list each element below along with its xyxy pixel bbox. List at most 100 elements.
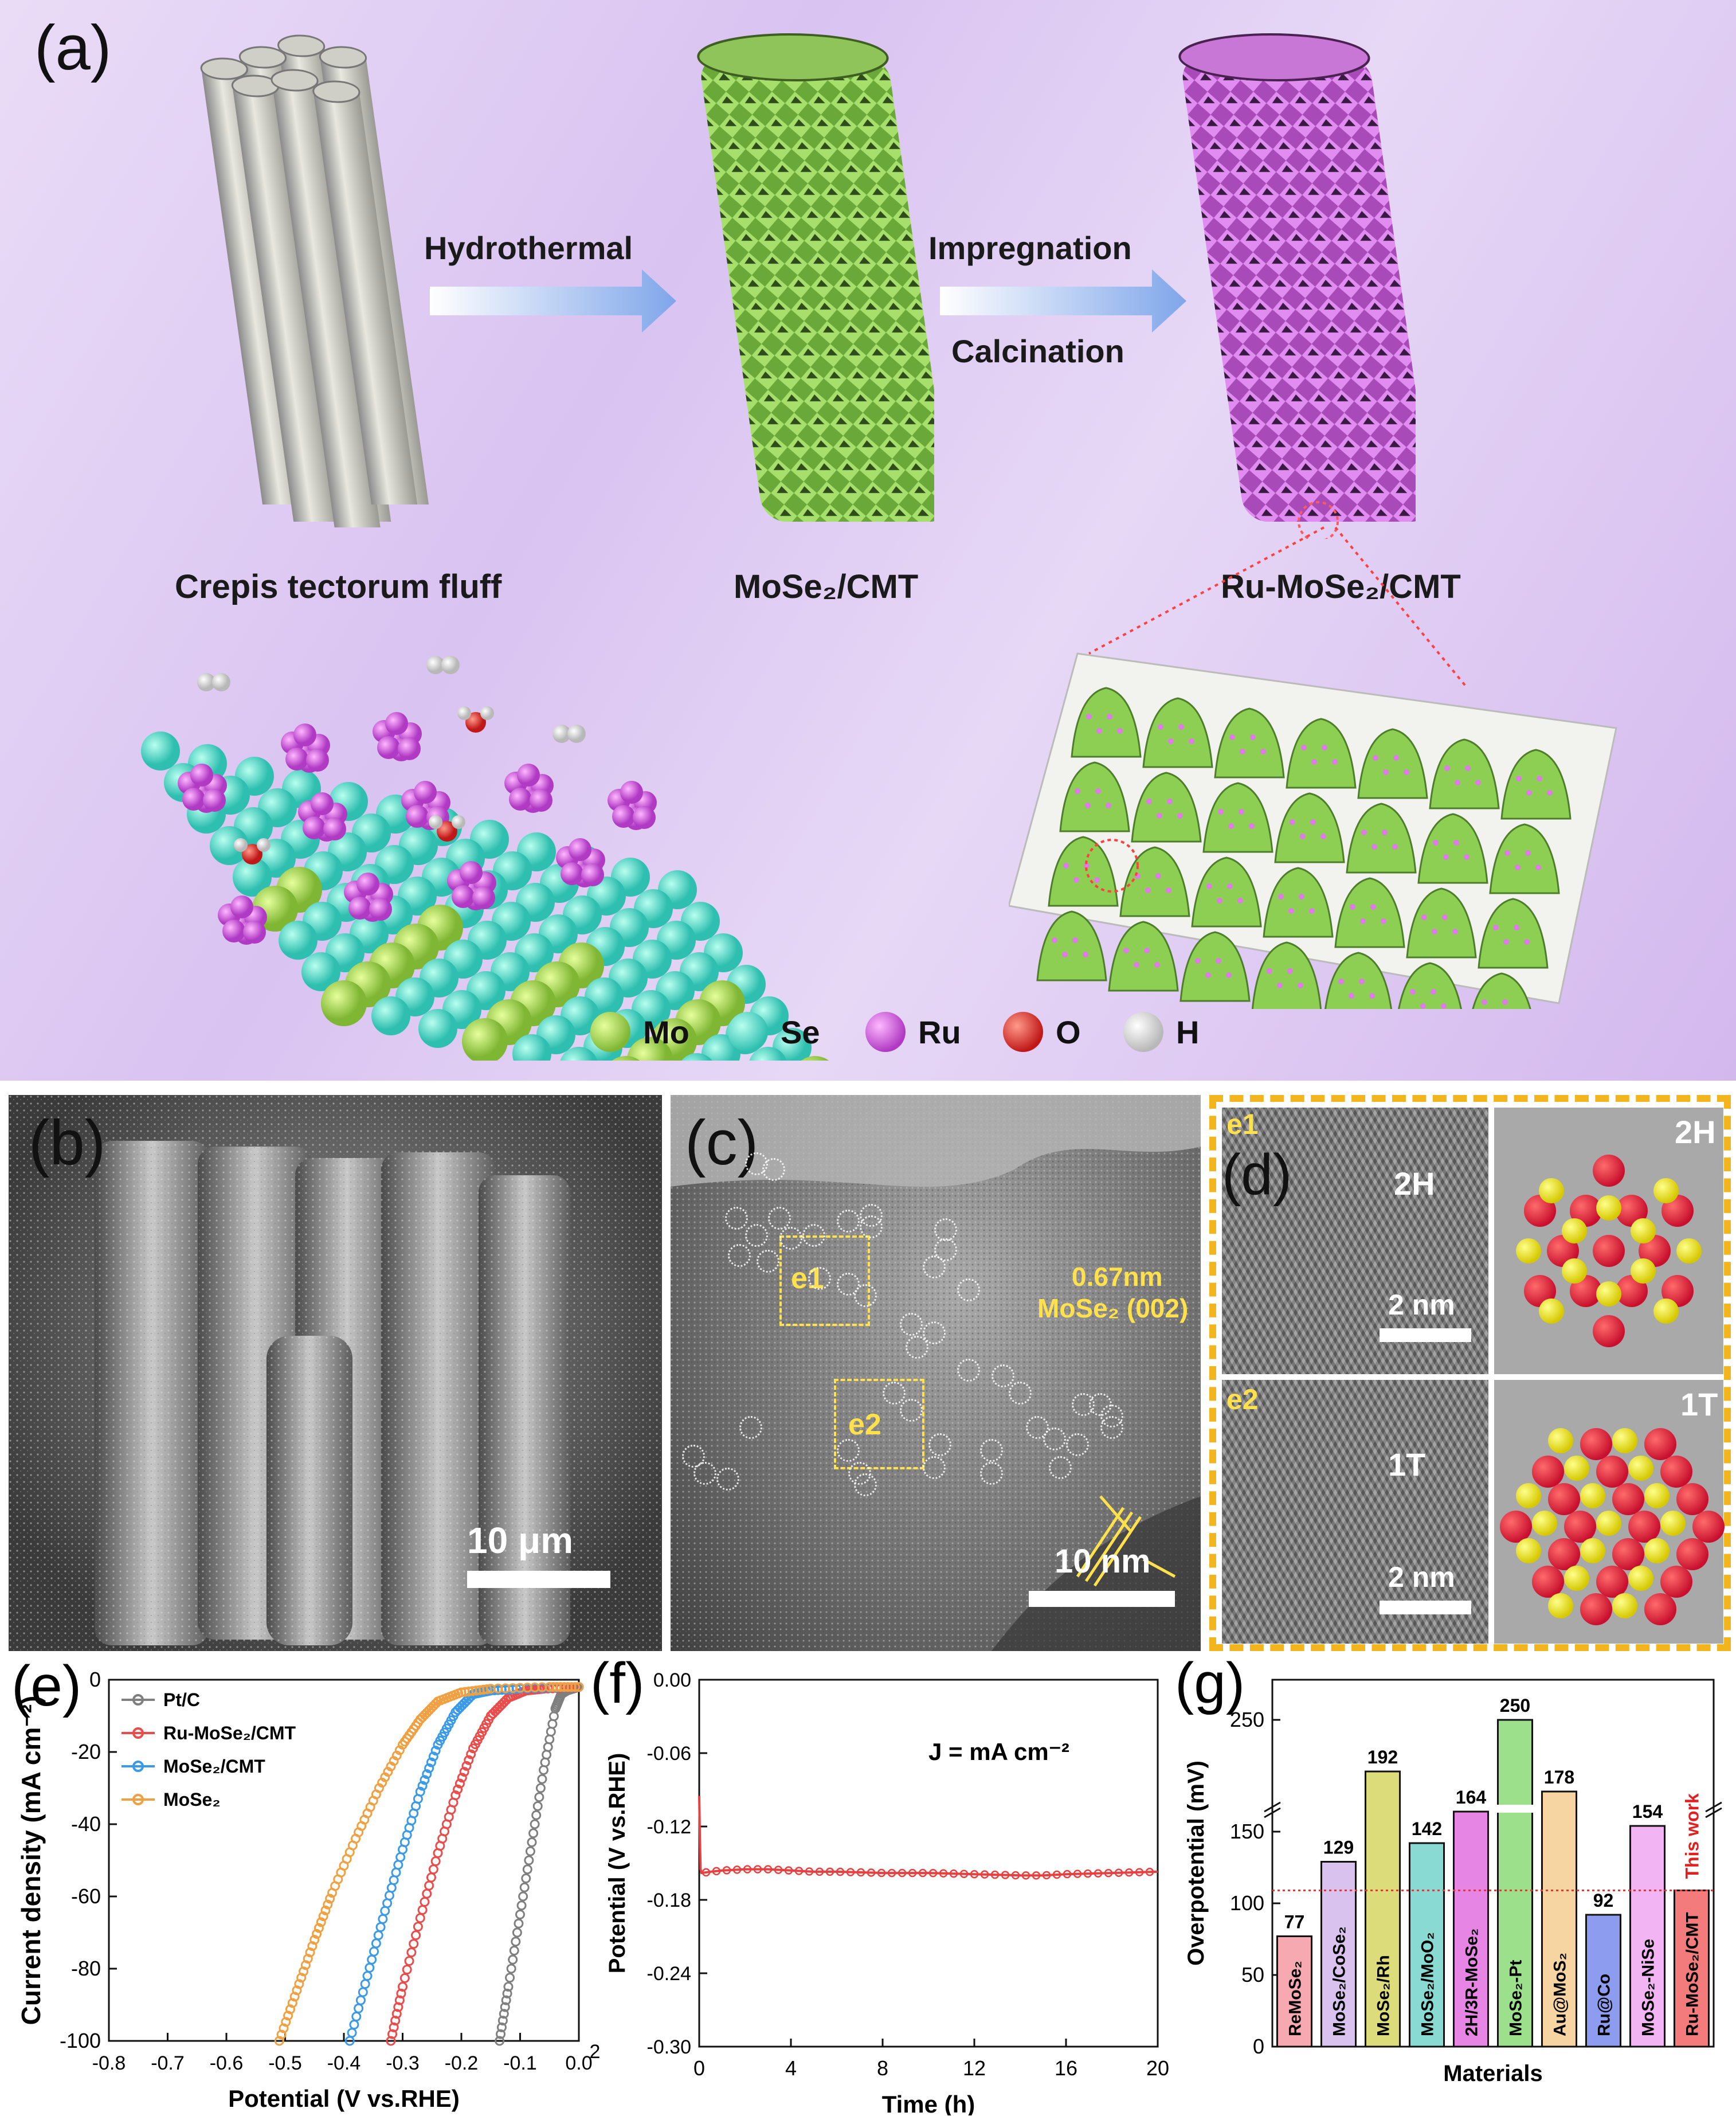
data-point (393, 2002, 403, 2012)
ru-atom (385, 712, 408, 735)
single-atom-marker (725, 1207, 748, 1230)
data-point (415, 1913, 425, 1923)
ru-atom (369, 898, 392, 921)
se-atom (371, 996, 410, 1035)
nanosheet (1048, 836, 1119, 907)
ru-dot (1287, 968, 1293, 974)
bar (1673, 1890, 1710, 2048)
nanosheet (1251, 941, 1322, 1009)
ru-dot (1349, 993, 1354, 999)
se-atom (1539, 1298, 1564, 1324)
x-tick-label: 8 (877, 2056, 888, 2080)
se-atom (1644, 1538, 1670, 1563)
data-point (524, 1855, 534, 1865)
y-axis-label: Overpotential (mV) (1184, 1761, 1209, 1966)
mo-atom (321, 980, 367, 1026)
ru-atom (460, 861, 483, 884)
ru-atom (620, 781, 643, 804)
category-label: MoSe₂/Rh (1374, 1955, 1393, 2036)
data-point (539, 1765, 548, 1775)
data-point (535, 1783, 546, 1793)
data-point (753, 1865, 762, 1873)
x-tick-label: -0.8 (92, 2052, 126, 2074)
data-point (430, 1856, 441, 1867)
bar-value-label: 129 (1323, 1837, 1354, 1858)
ru-dot (1301, 745, 1307, 750)
model-1t-label: 1T (1680, 1386, 1718, 1422)
single-atom-marker (728, 1244, 751, 1267)
ru-dot (1154, 962, 1160, 968)
e2-scale-label: 2 nm (1388, 1561, 1455, 1593)
data-point (309, 1935, 320, 1945)
ru-atom (530, 789, 552, 812)
single-atom-marker (808, 1267, 831, 1290)
single-atom-marker (1043, 1427, 1066, 1450)
data-point (518, 1891, 528, 1902)
h2-atom (441, 656, 460, 674)
data-point (453, 1784, 463, 1794)
single-atom-marker (837, 1273, 860, 1296)
data-point (395, 1852, 406, 1862)
ru-dot (1381, 918, 1386, 924)
data-point (1114, 1868, 1123, 1877)
data-point (1021, 1871, 1030, 1880)
data-point (457, 1773, 467, 1783)
legend-label: Pt/C (163, 1689, 200, 1710)
h-atom (234, 838, 248, 852)
nanosheet (1059, 761, 1130, 832)
data-point (519, 1882, 530, 1892)
data-point (1073, 1869, 1082, 1878)
mo-atom (612, 1056, 640, 1061)
single-atom-marker (980, 1439, 1003, 1462)
bar-value-label: 154 (1632, 1801, 1663, 1822)
data-point (386, 2036, 396, 2046)
y-tick-label: 0.00 (653, 1669, 691, 1691)
nanosheet (1071, 687, 1142, 758)
data-point (496, 2022, 507, 2032)
data-point (528, 1828, 539, 1839)
single-atom-marker (762, 1158, 785, 1181)
data-point (420, 1896, 430, 1907)
h-atom (429, 815, 442, 829)
ru-dot (1524, 939, 1530, 945)
data-point (499, 2009, 509, 2019)
single-atom-marker (900, 1313, 923, 1336)
single-atom-marker (957, 1278, 980, 1301)
se-atom (1631, 1218, 1656, 1243)
crepis-fluff-illustration (200, 34, 429, 527)
h-atom (457, 706, 471, 720)
data-point (505, 1973, 515, 1983)
se-atom (1548, 1428, 1573, 1453)
bar (1585, 1914, 1622, 2048)
bar-value-label: 92 (1593, 1890, 1614, 1911)
1t-atom-model (1494, 1380, 1725, 1644)
bar (1276, 1935, 1313, 2048)
se-atom (1564, 1566, 1589, 1591)
data-point (369, 1946, 379, 1957)
se-atom (1596, 1511, 1621, 1536)
data-point (1135, 1868, 1144, 1877)
ru-dot (1432, 929, 1437, 934)
data-point (495, 2036, 505, 2046)
mo-atom (627, 1037, 673, 1061)
se-atom-icon (728, 1012, 768, 1052)
tem-texture (671, 1095, 1201, 1651)
single-atom-marker (682, 1445, 705, 1468)
ru-dot (1084, 863, 1090, 869)
axis-break-left (1264, 1807, 1281, 1818)
mo-atom (1500, 1511, 1532, 1543)
data-point (542, 1750, 552, 1760)
x-axis-label: Time (h) (882, 2091, 975, 2115)
ru-dot (1452, 929, 1458, 934)
y-tick-label: -40 (71, 1812, 101, 1836)
data-point (371, 1938, 381, 1949)
ru-dot (1382, 830, 1388, 835)
plot-frame (1271, 1679, 1715, 2048)
se-atom (1596, 1195, 1621, 1221)
se-atom (1548, 1593, 1573, 1618)
data-point (398, 1982, 407, 1992)
bar (1452, 1810, 1490, 2048)
ru-dot (1421, 914, 1427, 920)
panel-d-hrtem: e1 (d) 2H 2H 2 nm e2 1T 1T 2 nm (1209, 1095, 1731, 1651)
category-label: Au@MoS₂ (1551, 1953, 1570, 2036)
